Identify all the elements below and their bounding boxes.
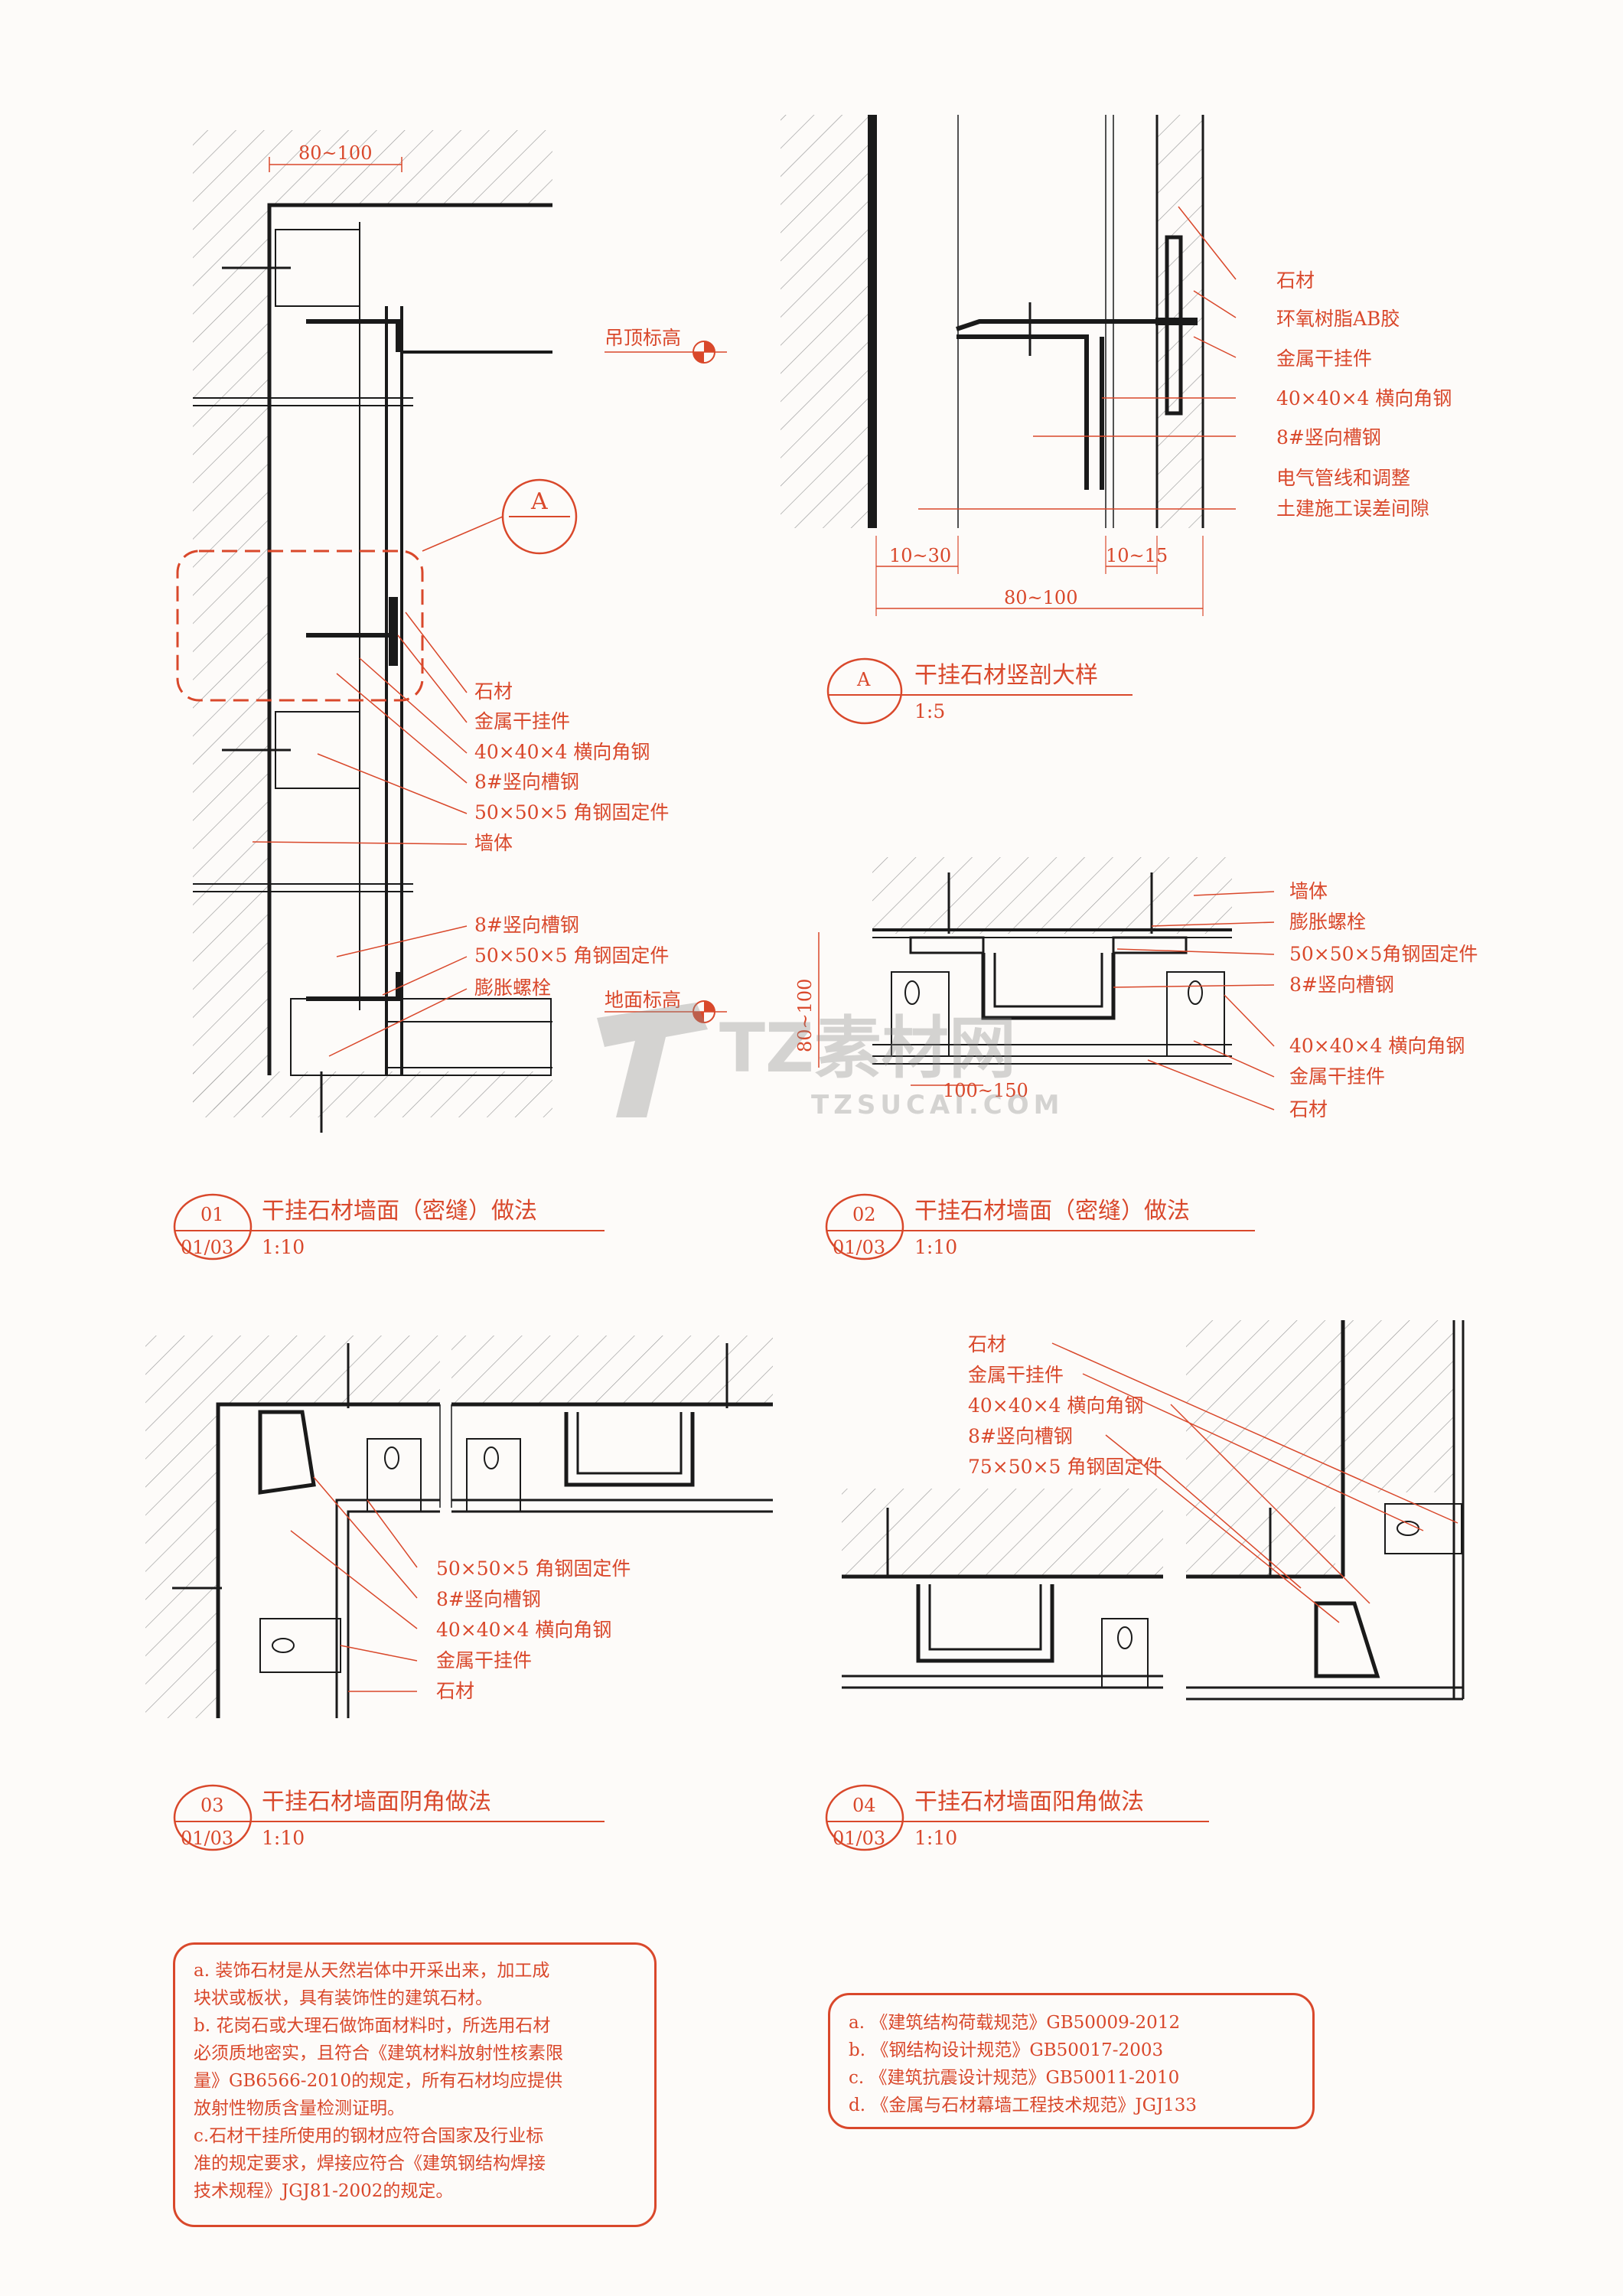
d01-ceiling-label: 吊顶标高 (605, 327, 681, 349)
da-label-5: 电气管线和调整 (1276, 467, 1410, 489)
da-label-4: 8#竖向槽钢 (1276, 426, 1381, 448)
detail-04-drawing (842, 1320, 1465, 1701)
d03-label-0: 50×50×5 角钢固定件 (436, 1557, 631, 1580)
detail-02-drawing (818, 857, 1275, 1110)
d02-label-3: 8#竖向槽钢 (1289, 974, 1394, 996)
d03-scale: 1:10 (262, 1827, 305, 1849)
d01-title: 干挂石材墙面（密缝）做法 (262, 1198, 537, 1225)
d04-scale: 1:10 (914, 1827, 957, 1849)
da-dim-2: 80~100 (1004, 587, 1077, 608)
da-label-6: 土建施工误差间隙 (1276, 497, 1429, 520)
standard-line: c. 《建筑抗震设计规范》GB50011-2010 (849, 2068, 1180, 2088)
watermark-logo-icon (597, 1003, 708, 1117)
d03-label-2: 40×40×4 横向角钢 (436, 1619, 611, 1641)
d04-ref: 01/03 (833, 1828, 885, 1849)
d01-num: 01 (200, 1204, 224, 1225)
da-title: 干挂石材竖剖大样 (914, 662, 1098, 689)
d04-label-2: 40×40×4 横向角钢 (968, 1394, 1143, 1417)
note-line: a. 装饰石材是从天然岩体中开采出来，加工成 (194, 1961, 550, 1981)
detail-01-drawing (176, 130, 727, 1133)
da-label-1: 环氧树脂AB胶 (1276, 308, 1400, 330)
d02-label-6: 石材 (1289, 1098, 1328, 1120)
note-line: 量》GB6566-2010的规定，所有石材均应提供 (194, 2071, 563, 2091)
note-line: c.石材干挂所使用的钢材应符合国家及行业标 (194, 2126, 544, 2146)
d01-label-2: 40×40×4 横向角钢 (474, 741, 650, 763)
d04-label-3: 8#竖向槽钢 (968, 1425, 1073, 1447)
d01-label-5: 墙体 (474, 832, 513, 854)
d02-scale: 1:10 (914, 1236, 957, 1258)
d01-ref: 01/03 (181, 1237, 233, 1258)
standard-line: b. 《钢结构设计规范》GB50017-2003 (849, 2040, 1164, 2060)
d04-title-block (825, 1784, 1209, 1851)
d02-label-4: 40×40×4 横向角钢 (1289, 1035, 1465, 1057)
d01-label-bot-1: 50×50×5 角钢固定件 (474, 944, 669, 967)
d01-label-4: 50×50×5 角钢固定件 (474, 801, 669, 823)
d04-label-0: 石材 (968, 1333, 1006, 1355)
d01-dim-top: 80~100 (298, 142, 372, 164)
d02-label-1: 膨胀螺栓 (1289, 911, 1366, 933)
d02-title-block (825, 1193, 1255, 1261)
da-label-2: 金属干挂件 (1276, 347, 1372, 370)
standard-line: d. 《金属与石材幕墙工程技术规范》JGJ133 (849, 2095, 1198, 2115)
d02-label-0: 墙体 (1289, 880, 1328, 902)
d04-title: 干挂石材墙面阳角做法 (914, 1789, 1144, 1815)
note-line: 准的规定要求，焊接应符合《建筑钢结构焊接 (194, 2154, 546, 2174)
d01-title-block (173, 1193, 605, 1261)
d02-ref: 01/03 (833, 1237, 885, 1258)
d01-label-bot-2: 膨胀螺栓 (474, 977, 551, 999)
d02-label-5: 金属干挂件 (1289, 1065, 1385, 1088)
watermark-url: TZSUCAI.COM (811, 1090, 1064, 1120)
d04-num: 04 (852, 1795, 876, 1816)
notes-standards: a. 《建筑结构荷载规范》GB50009-2012 b. 《钢结构设计规范》GB… (828, 1993, 1315, 2129)
d03-title: 干挂石材墙面阴角做法 (262, 1789, 491, 1815)
detail-03-drawing (145, 1336, 773, 1718)
d01-scale: 1:10 (262, 1236, 305, 1258)
d02-label-2: 50×50×5角钢固定件 (1289, 943, 1478, 965)
da-title-block (826, 657, 1133, 725)
note-line: 块状或板状，具有装饰性的建筑石材。 (194, 1988, 493, 2008)
da-scale: 1:5 (914, 700, 945, 722)
d02-title: 干挂石材墙面（密缝）做法 (914, 1198, 1190, 1225)
d03-label-3: 金属干挂件 (436, 1649, 532, 1671)
da-label-3: 40×40×4 横向角钢 (1276, 387, 1452, 409)
d01-callout-letter: A (530, 488, 548, 515)
detail-a-drawing (781, 115, 1237, 616)
da-dim-1: 10~15 (1106, 545, 1168, 566)
d01-label-0: 石材 (474, 680, 513, 703)
notes-materials: a. 装饰石材是从天然岩体中开采出来，加工成 块状或板状，具有装饰性的建筑石材。… (173, 1942, 657, 2227)
note-line: 必须质地密实，且符合《建筑材料放射性核素限 (194, 2043, 563, 2063)
d03-label-4: 石材 (436, 1680, 474, 1702)
d01-label-1: 金属干挂件 (474, 710, 570, 732)
d02-num: 02 (852, 1204, 876, 1225)
d01-floor-label: 地面标高 (605, 989, 681, 1011)
d03-num: 03 (200, 1795, 224, 1816)
note-line: 放射性物质含量检测证明。 (194, 2099, 405, 2118)
note-line: b. 花岗石或大理石做饰面材料时，所选用石材 (194, 2016, 551, 2036)
standard-line: a. 《建筑结构荷载规范》GB50009-2012 (849, 2013, 1181, 2033)
watermark: TZ素材网 TZSUCAI.COM (597, 1003, 1064, 1120)
d03-ref: 01/03 (181, 1828, 233, 1849)
d04-label-1: 金属干挂件 (968, 1364, 1064, 1386)
da-dim-0: 10~30 (889, 545, 951, 566)
watermark-brand: TZ素材网 (719, 1009, 1016, 1088)
d02-dim-1: 100~150 (943, 1080, 1028, 1101)
da-label-0: 石材 (1276, 269, 1315, 292)
da-letter: A (856, 669, 871, 690)
d02-dim-0: 80~100 (794, 979, 816, 1052)
d03-title-block (173, 1784, 605, 1851)
d03-label-1: 8#竖向槽钢 (436, 1588, 541, 1610)
d04-label-4: 75×50×5 角钢固定件 (968, 1456, 1162, 1478)
d01-label-3: 8#竖向槽钢 (474, 771, 579, 793)
note-line: 技术规程》JGJ81-2002的规定。 (194, 2181, 454, 2201)
d01-label-bot-0: 8#竖向槽钢 (474, 914, 579, 936)
